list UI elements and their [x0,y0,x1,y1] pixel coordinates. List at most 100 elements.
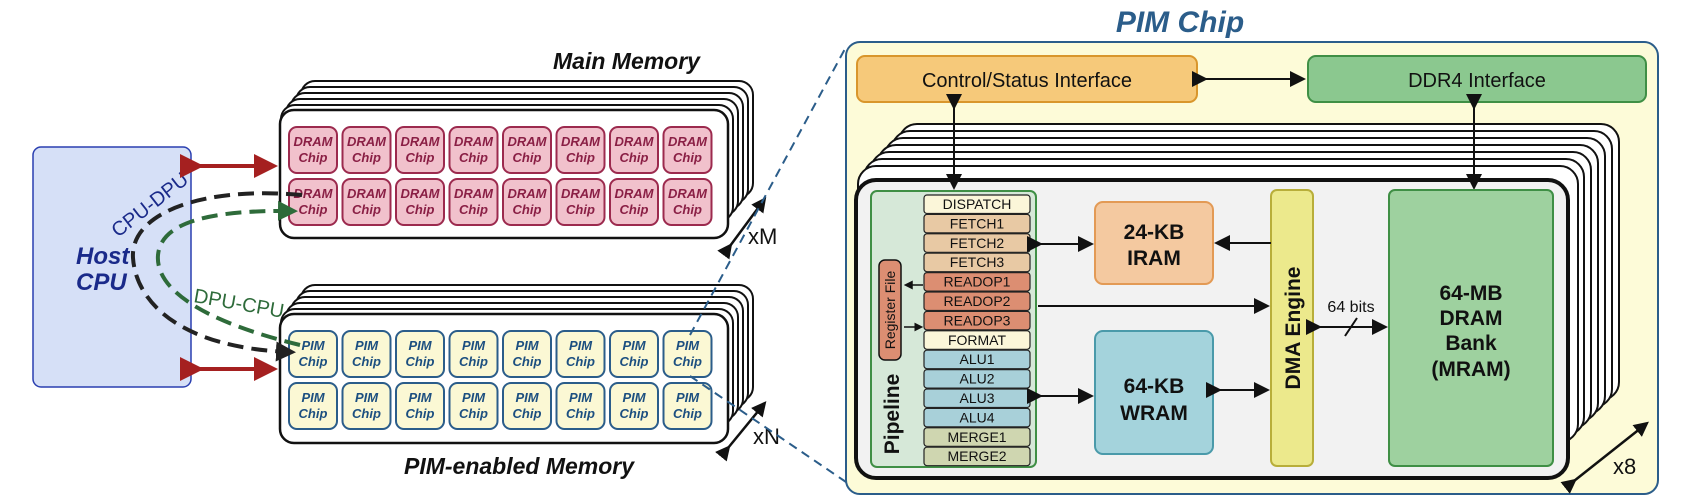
pipeline-label: Pipeline [881,374,904,455]
pim-chip-label: PIM [676,390,700,405]
iram-size: 24-KB [1124,221,1185,244]
pim-chip-label-2: Chip [352,406,381,421]
dram-chip-label-2: Chip [406,150,435,165]
pim-chip-label: PIM [355,338,379,353]
mram-bank-label: Bank [1445,332,1497,355]
mram-name: (MRAM) [1431,358,1510,381]
host-cpu-title-2: CPU [76,269,127,296]
pim-chip-label-2: Chip [673,406,702,421]
dram-chip-label-2: Chip [459,202,488,217]
host-cpu-title: Host [76,243,130,270]
zoom-line-top [689,46,847,336]
pim-chip-label: PIM [622,338,646,353]
dram-chip-label: DRAM [615,186,655,201]
iram-label: IRAM [1127,247,1181,270]
pim-chip-label-2: Chip [566,406,595,421]
dram-chip-grid: DRAMChipDRAMChipDRAMChipDRAMChipDRAMChip… [288,126,713,226]
pim-chip-label-2: Chip [459,406,488,421]
pipeline-stage: FETCH1 [923,213,1031,234]
pim-chip-label-2: Chip [299,406,328,421]
pipeline-stage-label: ALU2 [959,371,994,387]
dram-chip-label: DRAM [668,186,708,201]
pipeline-stage: ALU4 [923,407,1031,428]
dpu-cpu-label: DPU-CPU [192,285,286,322]
pipeline-stage-label: READOP2 [944,293,1011,309]
mram-type: DRAM [1440,307,1503,330]
pim-chip-label-2: Chip [406,354,435,369]
pim-chip-label-2: Chip [673,354,702,369]
pipeline-stage-label: ALU4 [959,409,994,425]
pim-memory-depth-arrow [715,401,767,462]
pim-chip-title: PIM Chip [1116,6,1244,39]
pim-chip-label: PIM [301,338,325,353]
dram-chip-label: DRAM [508,186,548,201]
dram-chip-label-2: Chip [673,150,702,165]
pim-chip-label: PIM [569,390,593,405]
dram-chip-label: DRAM [454,134,494,149]
main-memory-multiplier: xM [748,224,777,249]
pim-chip-label: PIM [355,390,379,405]
dram-chip-label-2: Chip [299,150,328,165]
register-file [878,259,902,361]
pipeline-stage: ALU2 [923,369,1031,389]
dpu-cpu-transfer-path [155,200,301,347]
dram-chip-label: DRAM [401,134,441,149]
pim-chip-label-2: Chip [406,406,435,421]
dram-chip-label-2: Chip [352,150,381,165]
dram-chip-label-2: Chip [513,202,542,217]
ddr4-interface-label: DDR4 Interface [1408,70,1546,92]
dram-chip-label-2: Chip [459,150,488,165]
wram-size: 64-KB [1124,375,1185,398]
iram-box [1094,201,1214,285]
dram-chip-label-2: Chip [406,202,435,217]
pim-chip-label-2: Chip [620,406,649,421]
dram-chip-label-2: Chip [352,202,381,217]
dram-chip-label-2: Chip [566,150,595,165]
dram-chip-label: DRAM [508,134,548,149]
pipeline-stage-label: READOP3 [944,312,1011,328]
wram-label: WRAM [1120,402,1188,425]
dram-chip-label-2: Chip [566,202,595,217]
pim-chip-grid: PIMChipPIMChipPIMChipPIMChipPIMChipPIMCh… [288,330,713,430]
dpu-multiplier: x8 [1613,454,1636,479]
bus-slash [1344,317,1358,337]
pipeline-stage: ALU1 [923,349,1031,370]
main-memory-depth-arrow [717,196,767,260]
pipeline-stage-label: ALU3 [959,390,994,406]
dram-chip-label: DRAM [347,134,387,149]
dram-chip-label: DRAM [401,186,441,201]
dram-chip-label: DRAM [615,134,655,149]
pipeline-stage: READOP1 [923,272,1031,292]
host-cpu-box [32,146,192,388]
pim-chip-label: PIM [515,338,539,353]
pipeline-stage: ALU3 [923,388,1031,409]
pipeline-stage-label: FETCH2 [950,235,1005,251]
pipeline-stage-label: FETCH1 [950,215,1005,231]
dram-chip-label-2: Chip [620,150,649,165]
pim-chip-label: PIM [462,338,486,353]
pipeline-stage: MERGE2 [923,446,1031,467]
pim-chip-label: PIM [676,338,700,353]
dram-chip-label-2: Chip [620,202,649,217]
